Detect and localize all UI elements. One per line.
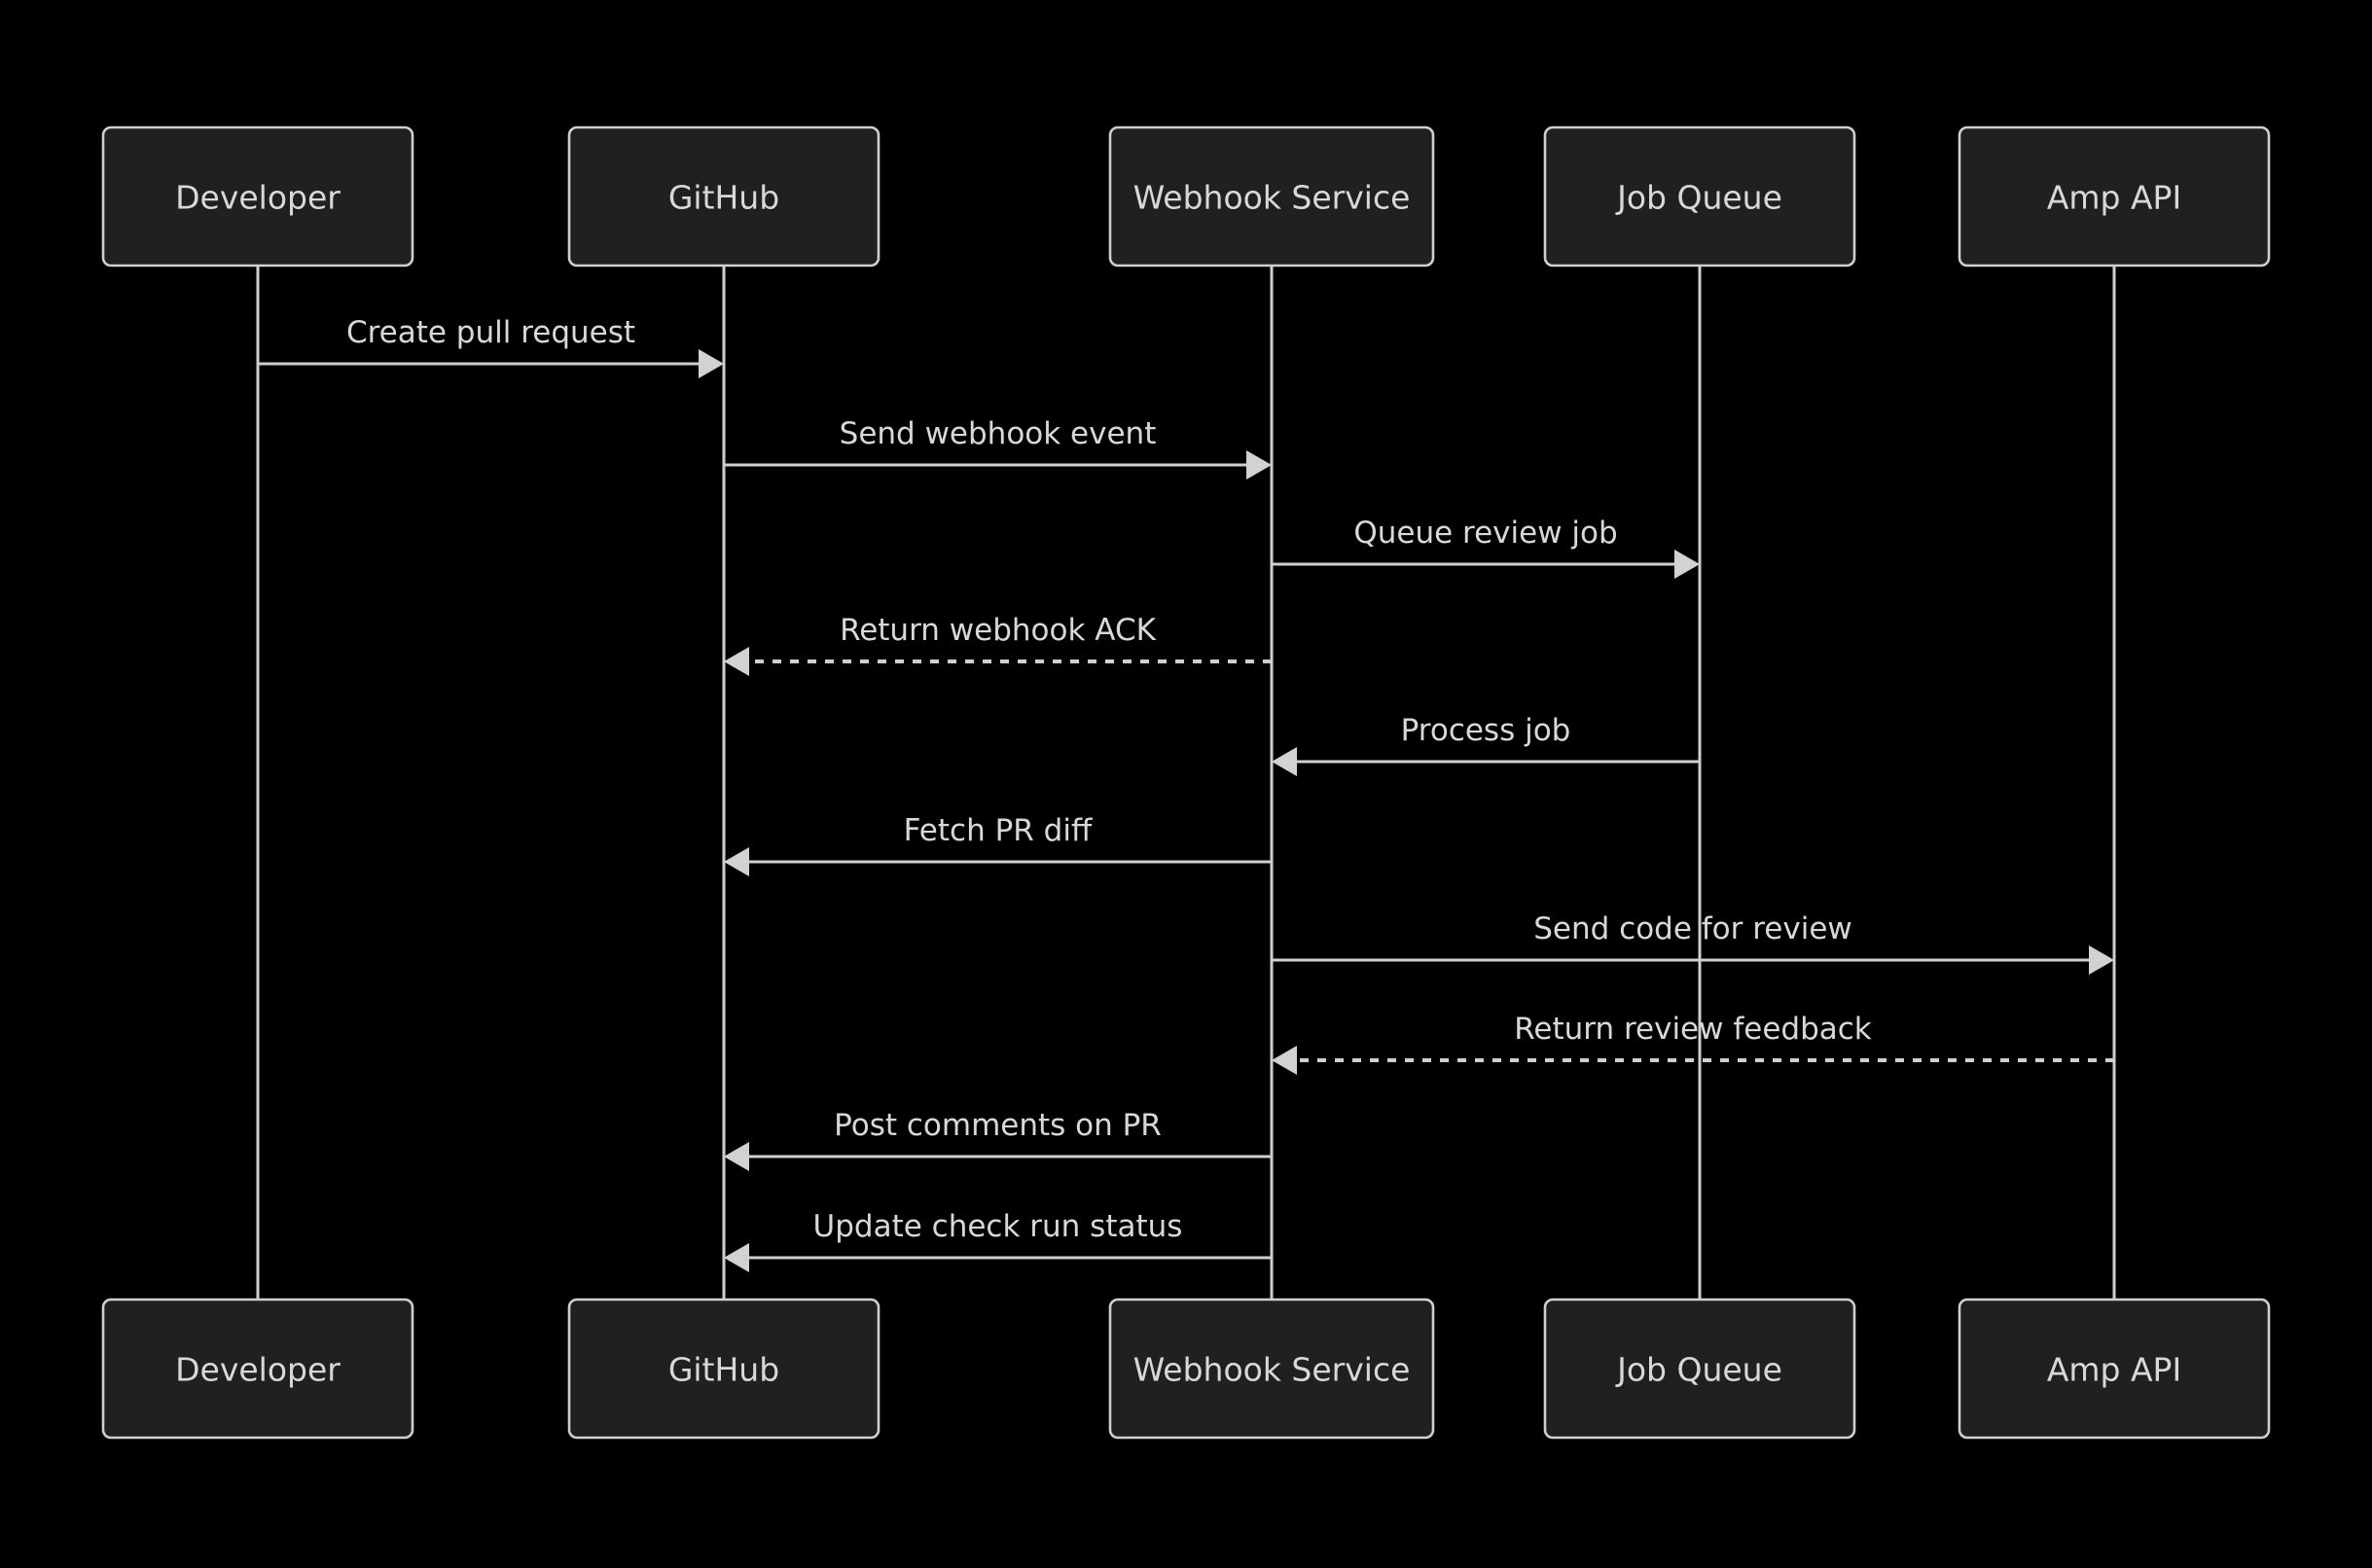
participant-label: Developer <box>175 1351 341 1389</box>
participant-bottom-developer[interactable]: Developer <box>101 1298 414 1440</box>
participant-label: Amp API <box>2047 179 2181 217</box>
message-2: Send webhook event <box>724 416 1272 480</box>
message-arrowhead <box>2089 945 2114 975</box>
message-arrowhead <box>1272 1046 1297 1075</box>
message-arrowhead <box>724 1142 749 1171</box>
participant-top-developer[interactable]: Developer <box>101 125 414 267</box>
message-label: Fetch PR diff <box>904 813 1093 848</box>
message-arrowhead <box>724 847 749 876</box>
participant-bottom-job-queue[interactable]: Job Queue <box>1543 1298 1856 1440</box>
participant-label: GitHub <box>668 1351 779 1389</box>
participant-bottom-webhook-service[interactable]: Webhook Service <box>1108 1298 1435 1440</box>
participant-top-job-queue[interactable]: Job Queue <box>1543 125 1856 267</box>
participant-box[interactable] <box>101 1298 414 1440</box>
participants-top-group: Developer GitHub Webhook Service Job Que… <box>101 125 2271 267</box>
message-arrowhead <box>724 1243 749 1272</box>
participant-box[interactable] <box>1543 125 1856 267</box>
message-label: Process job <box>1401 713 1571 748</box>
participant-label: Webhook Service <box>1133 179 1411 217</box>
participant-box[interactable] <box>1958 125 2271 267</box>
message-6: Fetch PR diff <box>724 813 1272 876</box>
message-4: Return webhook ACK <box>724 613 1272 676</box>
participant-box[interactable] <box>567 125 881 267</box>
participant-top-amp-api[interactable]: Amp API <box>1958 125 2271 267</box>
message-label: Post comments on PR <box>834 1108 1162 1143</box>
participant-bottom-github[interactable]: GitHub <box>567 1298 881 1440</box>
message-10: Update check run status <box>724 1209 1272 1272</box>
lifelines-group <box>256 266 2116 1300</box>
participant-box[interactable] <box>1958 1298 2271 1440</box>
participant-label: Webhook Service <box>1133 1351 1411 1389</box>
message-7: Send code for review <box>1272 911 2114 975</box>
participant-label: GitHub <box>668 179 779 217</box>
message-arrowhead <box>1272 747 1297 776</box>
message-5: Process job <box>1272 713 1700 776</box>
participant-label: Job Queue <box>1615 1351 1782 1389</box>
participant-box[interactable] <box>1543 1298 1856 1440</box>
participant-box[interactable] <box>101 125 414 267</box>
participant-box[interactable] <box>1108 125 1435 267</box>
message-label: Return webhook ACK <box>840 613 1157 648</box>
participant-label: Developer <box>175 179 341 217</box>
participant-label: Job Queue <box>1615 179 1782 217</box>
message-9: Post comments on PR <box>724 1108 1272 1171</box>
message-label: Queue review job <box>1353 516 1617 551</box>
message-1: Create pull request <box>258 315 724 378</box>
participant-top-github[interactable]: GitHub <box>567 125 881 267</box>
message-label: Send webhook event <box>840 416 1157 451</box>
participant-box[interactable] <box>567 1298 881 1440</box>
message-arrowhead <box>699 349 724 378</box>
message-arrowhead <box>1246 450 1272 480</box>
message-8: Return review feedback <box>1272 1012 2114 1075</box>
message-label: Update check run status <box>813 1209 1183 1244</box>
participant-bottom-amp-api[interactable]: Amp API <box>1958 1298 2271 1440</box>
message-arrowhead <box>1674 550 1700 579</box>
participant-box[interactable] <box>1108 1298 1435 1440</box>
message-label: Return review feedback <box>1514 1012 1872 1047</box>
participant-top-webhook-service[interactable]: Webhook Service <box>1108 125 1435 267</box>
participant-label: Amp API <box>2047 1351 2181 1389</box>
message-label: Send code for review <box>1533 911 1852 946</box>
message-label: Create pull request <box>346 315 635 350</box>
message-arrowhead <box>724 647 749 676</box>
message-3: Queue review job <box>1272 516 1700 579</box>
participants-bottom-group: Developer GitHub Webhook Service Job Que… <box>101 1298 2271 1440</box>
